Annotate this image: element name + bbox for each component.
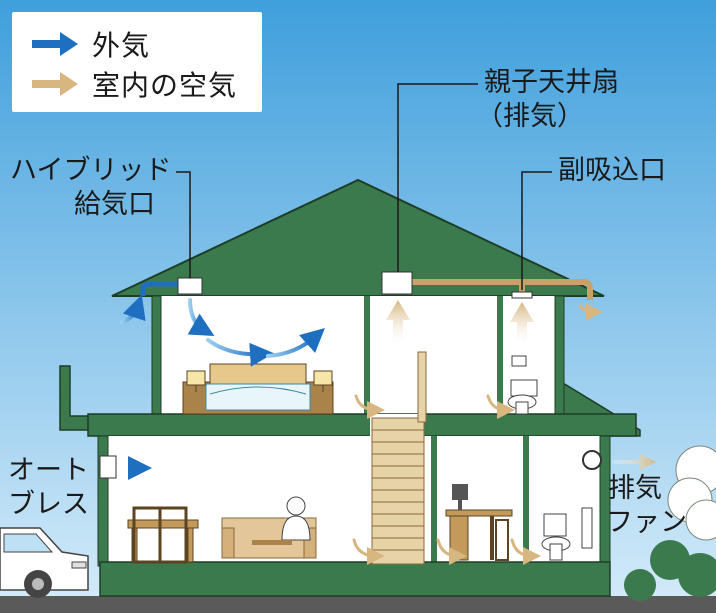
exhaust-fan-unit — [582, 450, 602, 470]
tree — [624, 445, 716, 601]
bed — [182, 363, 334, 415]
outdoor-air-arrows — [118, 294, 325, 480]
legend-outdoor-air: 外気 — [30, 24, 150, 64]
sub-intake-label: 副吸込口 — [558, 155, 666, 186]
auto-breath-label-line1: オート — [8, 455, 89, 486]
outdoor-air-arrow-icon — [32, 32, 78, 56]
hybrid-supply-label-line2: 給気口 — [74, 189, 155, 220]
sub-intake-vent — [511, 291, 533, 299]
ceiling-fan-unit — [381, 271, 413, 295]
indoor-air-arrows — [352, 300, 656, 565]
ceiling-fan-label-line2: （排気） — [476, 101, 584, 132]
auto-breath-label-line2: ブレス — [8, 489, 89, 520]
indoor-air-arrow-icon — [32, 72, 78, 96]
hybrid-supply-label-line1: ハイブリッド — [10, 155, 172, 186]
legend: 外気 室内の空気 — [12, 12, 262, 112]
upstairs-toilet — [507, 355, 538, 415]
legend-indoor-air: 室内の空気 — [30, 64, 237, 104]
leader-lines — [176, 83, 552, 290]
floor-slab — [87, 413, 637, 437]
exhaust-fan-label-line2: ファン — [606, 507, 687, 538]
foundation — [99, 561, 611, 597]
exhaust-fan-label-line1: 排気 — [608, 473, 662, 504]
road — [0, 596, 716, 613]
dining-set — [127, 506, 199, 564]
hybrid-supply-vent — [177, 277, 203, 295]
staircase — [371, 351, 427, 565]
auto-breath-vent — [99, 455, 117, 479]
downstairs-toilet — [541, 507, 593, 561]
sofa — [221, 496, 317, 559]
ceiling-fan-label-line1: 親子天井扇 — [484, 67, 619, 98]
legend-indoor-air-label: 室内の空気 — [92, 69, 238, 102]
legend-outdoor-air-label: 外気 — [92, 29, 151, 62]
car — [0, 527, 89, 598]
